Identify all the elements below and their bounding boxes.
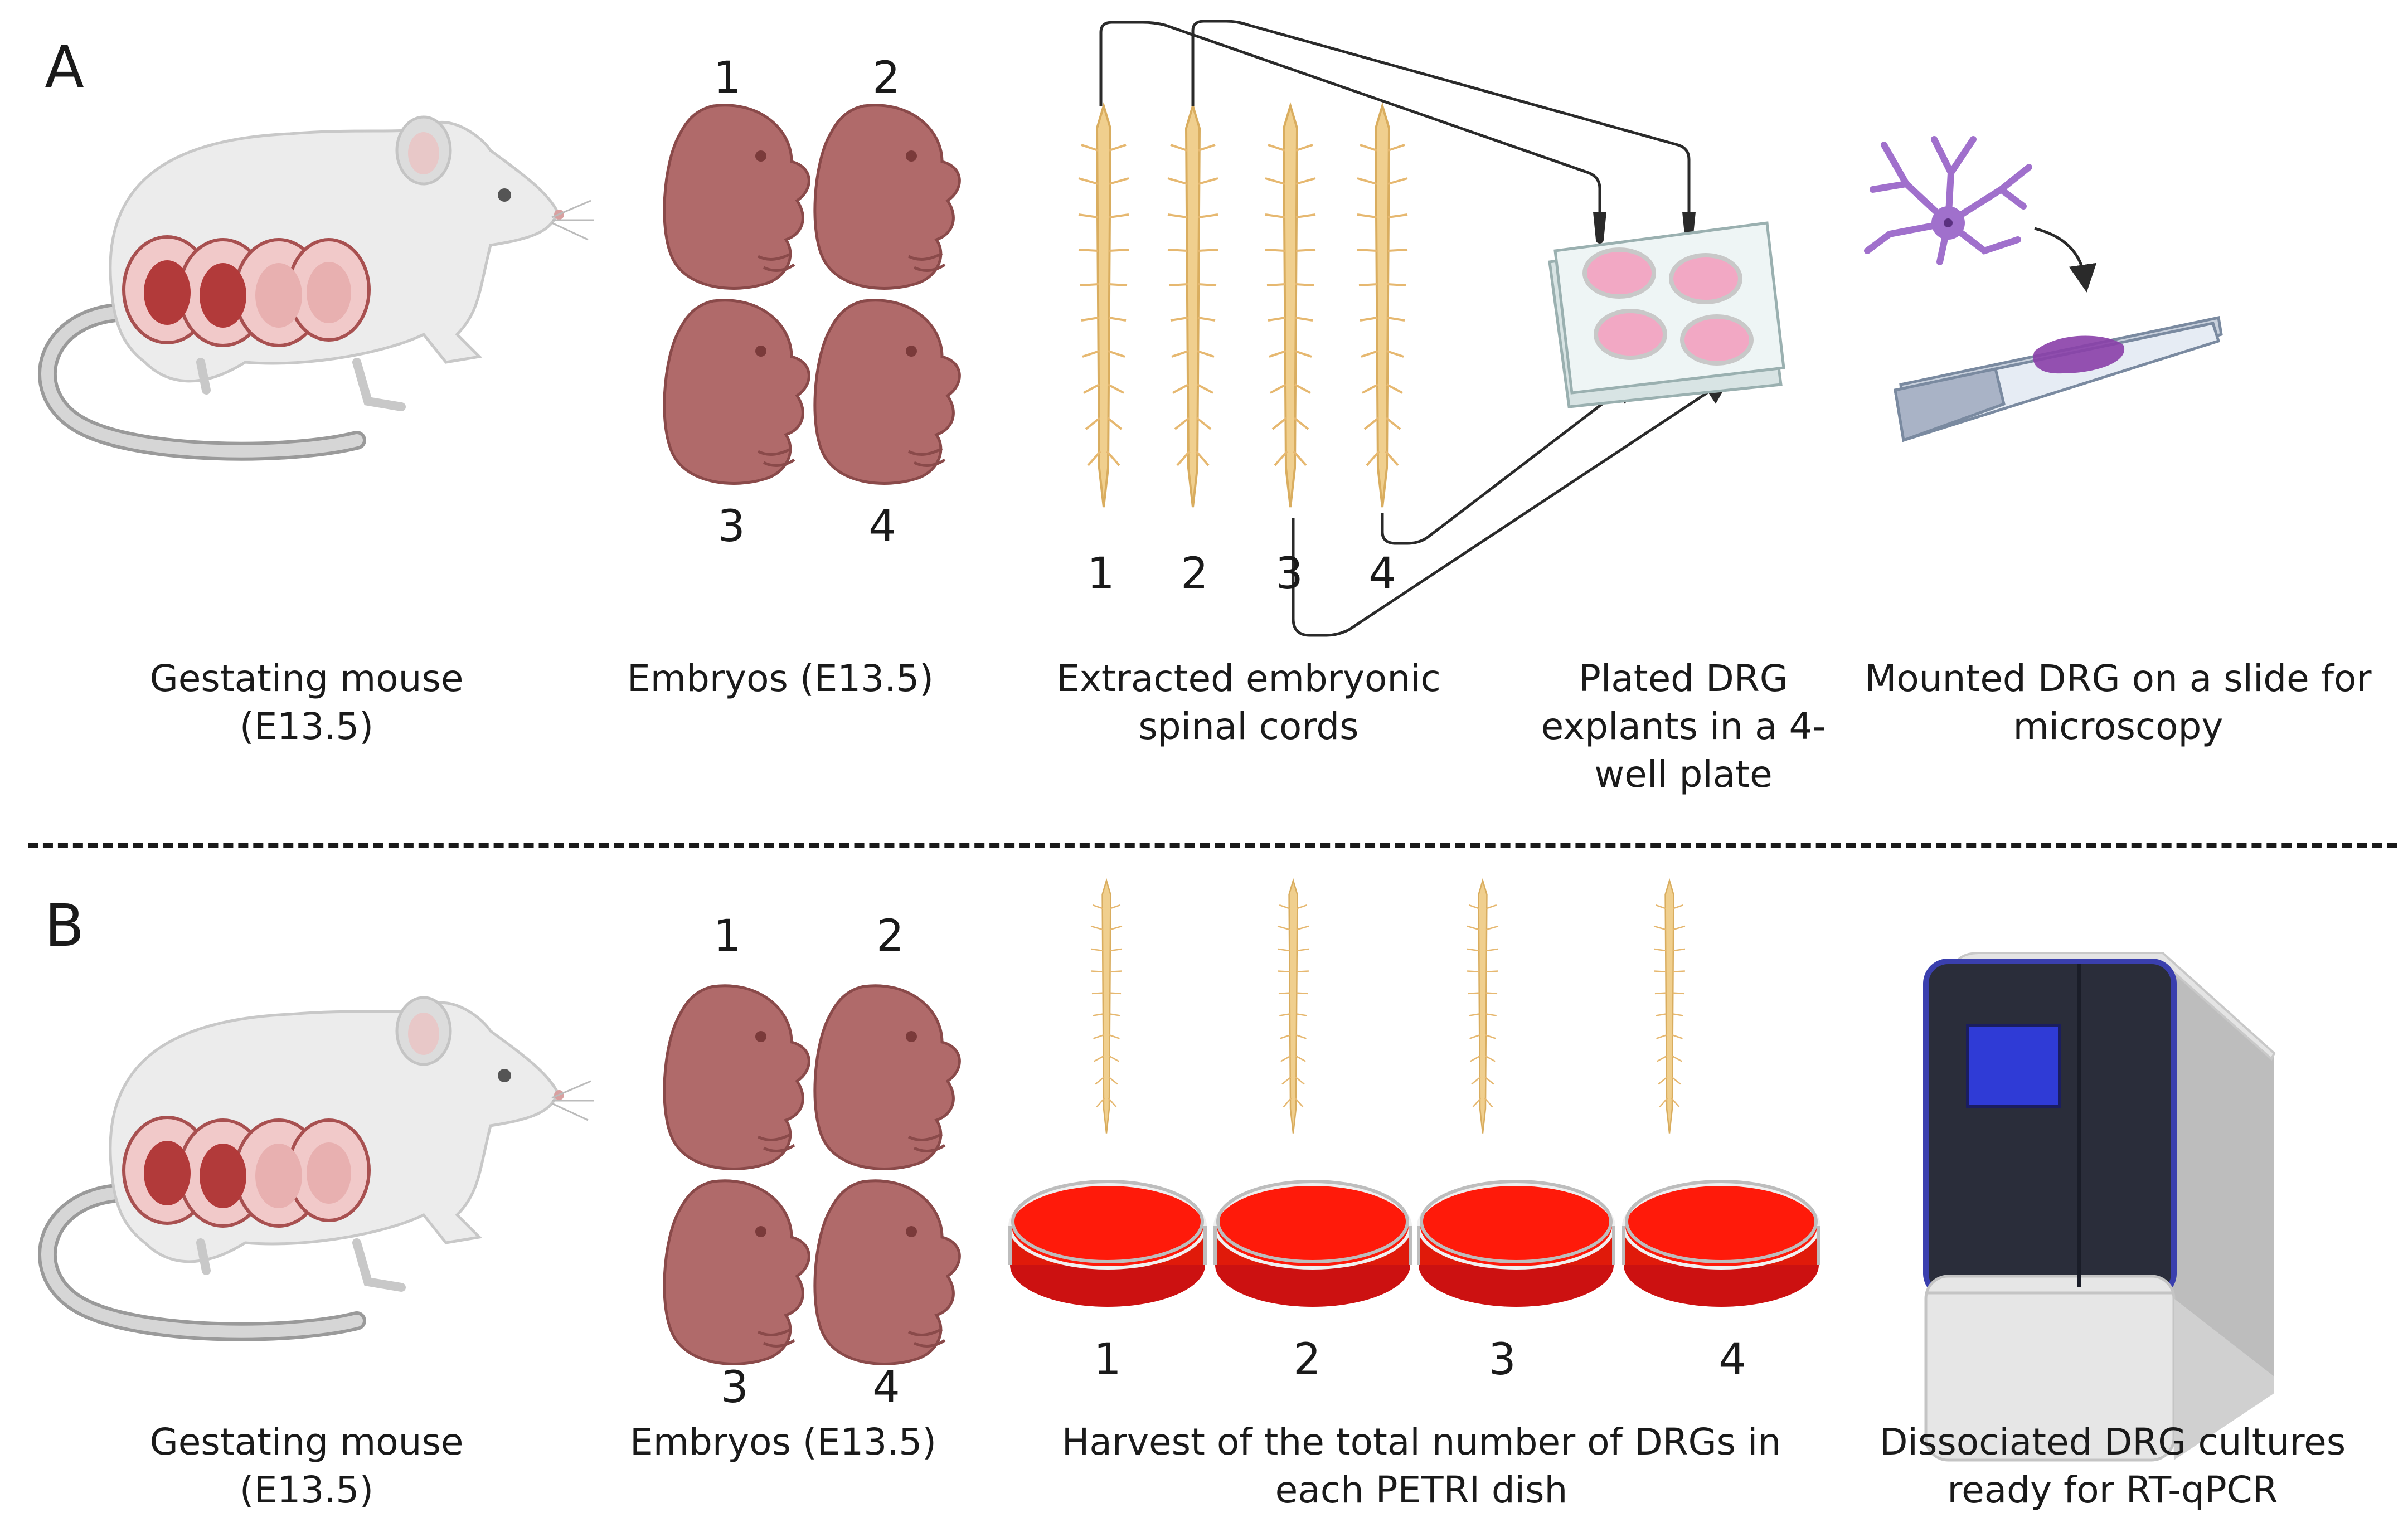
dish-number: 4 <box>1718 1335 1746 1385</box>
dish-number: 3 <box>1488 1335 1516 1385</box>
spinal-cord-icon <box>1653 879 1686 1134</box>
embryo-icon <box>815 300 959 484</box>
panel-divider <box>28 843 2397 848</box>
cord-number: 1 <box>1087 549 1115 599</box>
petri-dish-icon <box>1010 1181 1205 1307</box>
caption-gestating-mouse: Gestating mouse (E13.5) <box>149 657 464 748</box>
embryo-number: 1 <box>713 53 741 103</box>
cord-number: 4 <box>1368 549 1396 599</box>
embryo-icon <box>664 105 809 289</box>
embryo-number: 2 <box>876 911 904 961</box>
petri-dish-icon <box>1215 1181 1410 1307</box>
embryo-number: 1 <box>713 911 741 961</box>
caption-well-plate: Plated DRG explants in a 4-well plate <box>1541 657 1826 796</box>
caption-petri-dishes: Harvest of the total number of DRGs in e… <box>1061 1421 1781 1511</box>
embryo-icon <box>664 1181 809 1364</box>
embryo-icon <box>664 300 809 484</box>
dish-number: 2 <box>1293 1335 1321 1385</box>
microscope-slide-icon <box>1894 316 2223 442</box>
caption-embryos: Embryos (E13.5) <box>627 657 934 700</box>
embryo-number: 4 <box>868 502 896 552</box>
slide-arrow <box>2034 227 2097 293</box>
embryo-icon <box>815 986 959 1169</box>
panel-b-label: B <box>45 892 85 960</box>
embryo-number: 4 <box>872 1363 900 1413</box>
pregnant-mouse-icon <box>47 998 594 1332</box>
cord-number: 2 <box>1181 549 1208 599</box>
pregnant-mouse-icon <box>47 117 594 451</box>
spinal-cord-icon <box>1356 105 1409 508</box>
caption-spinal-cords: Extracted embryonic spinal cords <box>1056 657 1441 748</box>
spinal-cord-icon <box>1090 879 1123 1134</box>
caption-qpcr: Dissociated DRG cultures ready for RT-qP… <box>1879 1421 2346 1511</box>
dish-number: 1 <box>1094 1335 1122 1385</box>
spinal-cord-icon <box>1466 879 1499 1134</box>
cord-number: 3 <box>1275 549 1303 599</box>
four-well-plate-icon <box>1548 221 1785 408</box>
petri-dish-icon <box>1624 1181 1819 1307</box>
panel-a-label: A <box>45 33 85 101</box>
spinal-cord-icon <box>1264 105 1317 508</box>
embryo-icon <box>815 105 959 289</box>
embryo-icon <box>815 1181 959 1364</box>
embryo-number: 2 <box>872 53 900 103</box>
caption-gestating-mouse: Gestating mouse (E13.5) <box>149 1421 464 1511</box>
caption-slide: Mounted DRG on a slide for microscopy <box>1865 657 2372 748</box>
spinal-cord-icon <box>1167 105 1219 508</box>
embryo-number: 3 <box>721 1363 749 1413</box>
caption-embryos: Embryos (E13.5) <box>630 1421 936 1463</box>
qpcr-instrument-icon <box>1923 952 2276 1462</box>
spinal-cord-icon <box>1077 105 1130 508</box>
embryo-icon <box>664 986 809 1169</box>
spinal-cord-icon <box>1276 879 1310 1134</box>
embryo-number: 3 <box>717 502 745 552</box>
neuron-icon <box>1864 136 2032 265</box>
transfer-arrows <box>1099 20 1731 637</box>
petri-dish-icon <box>1419 1181 1614 1307</box>
